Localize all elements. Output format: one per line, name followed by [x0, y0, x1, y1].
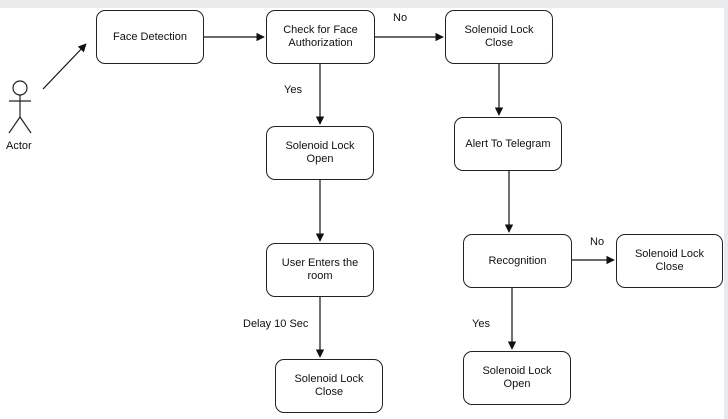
edge-label-yes-1: Yes [284, 84, 302, 96]
edge-label-no-2: No [590, 236, 605, 248]
node-recognition: Recognition [463, 234, 572, 288]
arrow-actor-to-face-detection [42, 43, 87, 90]
node-face-detection: Face Detection [96, 10, 204, 64]
node-alert-to-telegram: Alert To Telegram [454, 117, 562, 171]
actor-label: Actor [6, 140, 32, 152]
node-solenoid-lock-close-1: Solenoid Lock Close [445, 10, 553, 64]
node-solenoid-lock-open-2: Solenoid Lock Open [463, 351, 571, 405]
edge-label-no-1: No [393, 12, 408, 24]
diagram-background [0, 8, 724, 419]
node-solenoid-lock-open-1: Solenoid Lock Open [266, 126, 374, 180]
node-solenoid-lock-close-2: Solenoid Lock Close [616, 234, 723, 288]
node-check-face-authorization: Check for Face Authorization [266, 10, 375, 64]
edge-label-delay: Delay 10 Sec [243, 318, 309, 330]
edge-label-yes-2: Yes [472, 318, 490, 330]
node-solenoid-lock-close-3: Solenoid Lock Close [275, 359, 383, 413]
actor-figure-icon [8, 80, 32, 134]
node-user-enters-room: User Enters the room [266, 243, 374, 297]
